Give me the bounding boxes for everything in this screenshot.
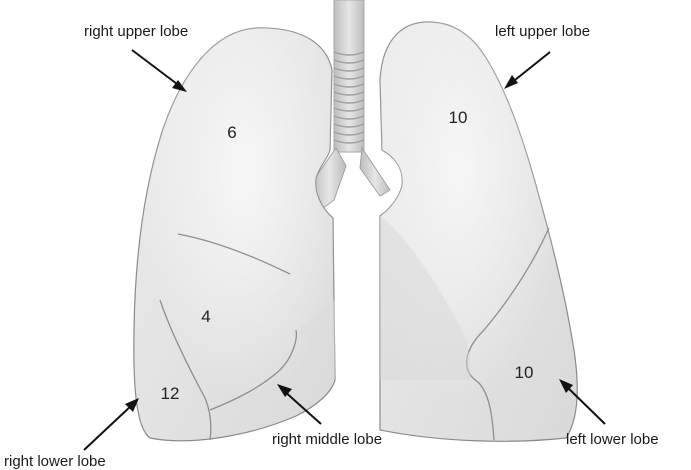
value-right-middle-lobe: 4 — [201, 307, 210, 326]
value-right-lower-lobe: 12 — [161, 384, 180, 403]
right-lung — [134, 28, 335, 441]
arrow-right-lower-lobe — [84, 398, 139, 450]
label-right-middle-lobe: right middle lobe — [272, 431, 382, 448]
label-right-upper-lobe: right upper lobe — [84, 23, 188, 40]
label-right-lower-lobe: right lower lobe — [4, 453, 106, 470]
arrow-right-upper-lobe — [132, 50, 187, 92]
left-lung — [380, 22, 577, 441]
value-left-lower-lobe: 10 — [515, 363, 534, 382]
value-right-upper-lobe: 6 — [227, 123, 236, 142]
label-left-lower-lobe: left lower lobe — [566, 431, 659, 448]
label-left-upper-lobe: left upper lobe — [495, 23, 590, 40]
value-left-upper-lobe: 10 — [449, 108, 468, 127]
arrow-left-upper-lobe — [504, 52, 550, 89]
